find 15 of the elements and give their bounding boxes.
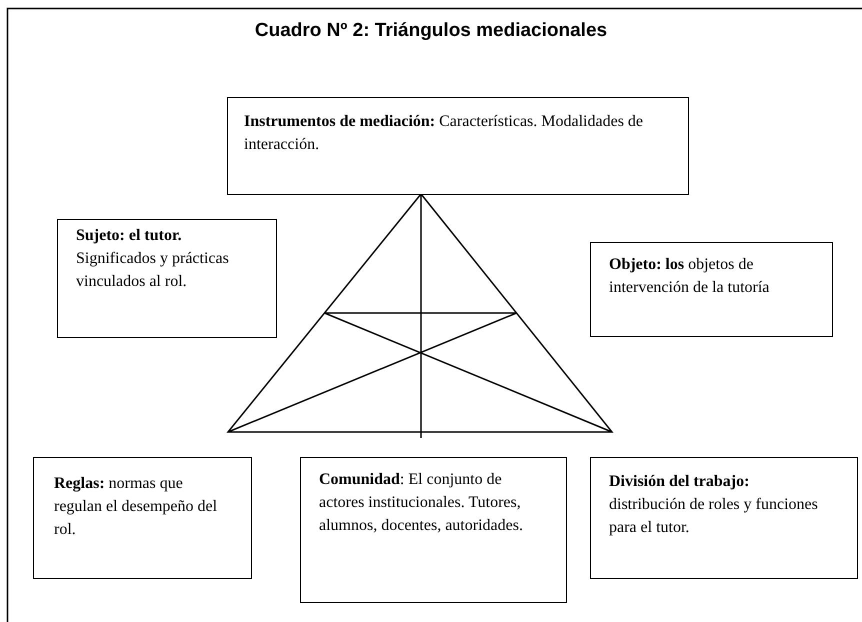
box-text: Objeto: los objetos de intervención de la tutoría bbox=[609, 255, 770, 298]
box-heading: Sujeto: el tutor. bbox=[76, 226, 183, 246]
box-text: Instrumentos de mediación: Características. Modalidades de interacción. bbox=[244, 112, 644, 156]
box-text: Reglas: normas que regulan el desempeño del rol. bbox=[54, 474, 218, 540]
rules-box bbox=[33, 457, 252, 579]
title: Cuadro Nº 2: Triángulos mediacionales bbox=[254, 20, 608, 42]
division-box bbox=[590, 457, 858, 579]
box-text: Significados y prácticas vinculados al rol. bbox=[76, 249, 230, 292]
instruments-box bbox=[227, 97, 689, 195]
object-box bbox=[590, 242, 833, 337]
box-text: Comunidad: El conjunto de actores institucionales. Tutores, alumnos, docentes, autoridades. bbox=[319, 470, 524, 536]
subject-box bbox=[57, 219, 277, 338]
community-box bbox=[300, 457, 567, 603]
box-heading: División del trabajo: bbox=[609, 472, 750, 492]
box-text: distribución de roles y funciones para el tutor. bbox=[609, 495, 819, 538]
